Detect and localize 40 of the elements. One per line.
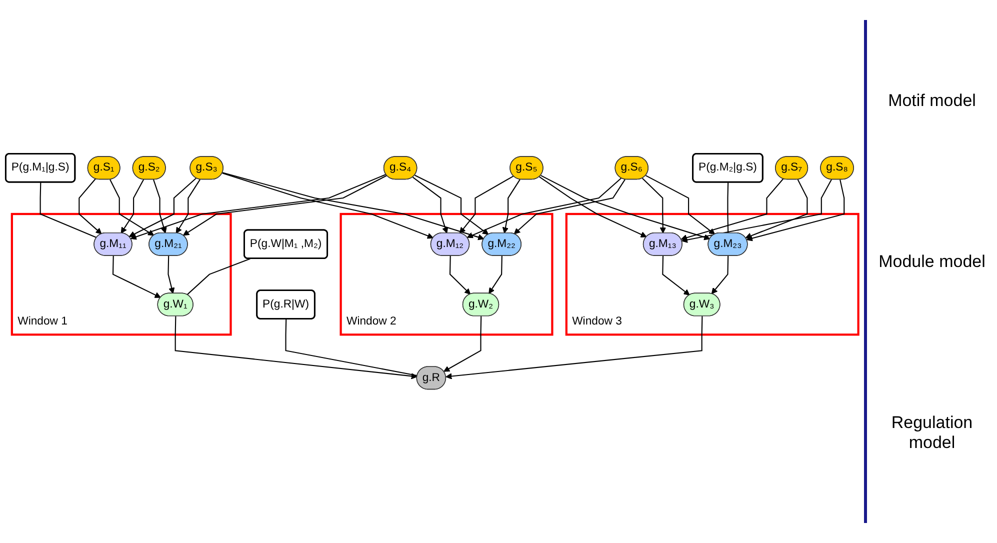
arrow — [78, 178, 102, 234]
arrow — [412, 176, 448, 234]
arrow — [711, 256, 729, 294]
arrow — [745, 179, 808, 239]
arrow — [514, 179, 626, 234]
arrow — [539, 176, 647, 238]
connector — [727, 182, 729, 234]
arrow — [466, 178, 622, 238]
brace-label: Regulation model — [890, 412, 974, 452]
arrow — [444, 316, 482, 372]
arrow — [128, 178, 197, 237]
arrow — [222, 172, 484, 240]
arrow — [112, 256, 161, 298]
arrow — [680, 178, 784, 241]
arrow — [222, 172, 434, 239]
arrow — [152, 179, 167, 234]
connector — [40, 182, 97, 238]
arrow — [182, 175, 388, 236]
arrow — [446, 316, 703, 380]
brace-label: Motif model — [888, 90, 976, 110]
arrow — [459, 176, 514, 234]
arrow — [682, 179, 832, 243]
arrow — [488, 256, 502, 294]
arrow — [176, 179, 201, 234]
connector — [186, 258, 250, 296]
arrow — [110, 179, 154, 236]
arrow — [449, 256, 471, 295]
connector — [285, 319, 418, 376]
arrow — [540, 174, 710, 240]
arrow — [502, 179, 520, 234]
arrow — [174, 316, 418, 380]
arrow — [414, 174, 489, 235]
arrow — [642, 178, 666, 234]
arrow — [120, 179, 144, 234]
arrow — [662, 256, 690, 296]
arrow — [168, 256, 175, 294]
brace-label: Module model — [878, 252, 986, 272]
arrow — [646, 175, 716, 235]
arrow — [746, 179, 845, 242]
arrow — [130, 174, 386, 240]
